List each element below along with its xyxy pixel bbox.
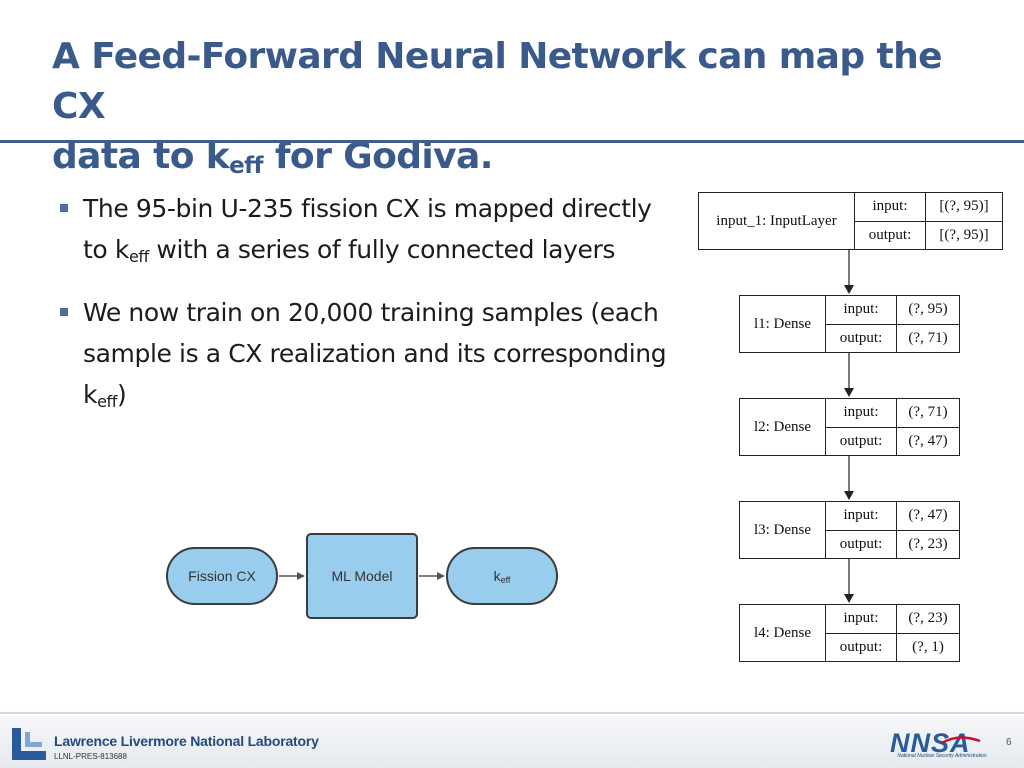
input-layer-box: input_1: InputLayer input: output: [(?, … bbox=[698, 192, 1003, 250]
output-label: output: bbox=[826, 426, 896, 456]
layer-io-labels: input: output: bbox=[826, 605, 897, 661]
keff-label: keff bbox=[493, 568, 511, 585]
layer-name: l2: Dense bbox=[740, 399, 826, 455]
layer-io-labels: input: output: bbox=[855, 193, 926, 249]
ml-model-label: ML Model bbox=[331, 568, 393, 584]
layer-io-labels: input: output: bbox=[826, 399, 897, 455]
dense-layer-box: l4: Dense input: output: (?, 23) (?, 1) bbox=[739, 604, 960, 662]
bullet-text-end: with a series of fully connected layers bbox=[148, 235, 615, 264]
square-bullet-icon bbox=[60, 204, 68, 212]
fission-cx-label: Fission CX bbox=[188, 568, 256, 584]
dense-layer-box: l3: Dense input: output: (?, 47) (?, 23) bbox=[739, 501, 960, 559]
input-label: input: bbox=[872, 198, 908, 215]
agency-name: National Nuclear Security Administration bbox=[897, 753, 987, 759]
output-shape: (?, 71) bbox=[897, 323, 959, 353]
title-divider bbox=[0, 140, 1024, 143]
output-shape: (?, 47) bbox=[897, 426, 959, 456]
layer-shapes: (?, 47) (?, 23) bbox=[897, 502, 959, 558]
title-subscript: eff bbox=[229, 153, 263, 179]
input-shape: [(?, 95)] bbox=[939, 198, 989, 215]
arrow-down-icon bbox=[844, 250, 854, 294]
organization-name: Lawrence Livermore National Laboratory bbox=[54, 733, 319, 749]
bullet-text: The 95-bin U-235 fission CX is mapped di… bbox=[83, 194, 652, 264]
llnl-logo-icon bbox=[12, 728, 46, 760]
flow-arrow-icon bbox=[279, 572, 305, 580]
bullet-subscript: eff bbox=[128, 247, 149, 266]
flow-arrow-icon bbox=[419, 572, 445, 580]
input-label: input: bbox=[843, 301, 879, 318]
network-architecture-diagram: input_1: InputLayer input: output: [(?, … bbox=[697, 192, 1007, 667]
layer-name: input_1: InputLayer bbox=[699, 193, 855, 249]
flow-diagram: Fission CX ML Model keff bbox=[166, 533, 558, 619]
input-shape: (?, 47) bbox=[908, 507, 948, 524]
output-shape: (?, 23) bbox=[897, 529, 959, 559]
bullet-item: The 95-bin U-235 fission CX is mapped di… bbox=[58, 188, 668, 270]
dense-layer-box: l1: Dense input: output: (?, 95) (?, 71) bbox=[739, 295, 960, 353]
dense-layer-box: l2: Dense input: output: (?, 71) (?, 47) bbox=[739, 398, 960, 456]
slide-title: A Feed-Forward Neural Network can map th… bbox=[52, 32, 992, 182]
footer-divider bbox=[0, 712, 1024, 714]
layer-io-labels: input: output: bbox=[826, 296, 897, 352]
output-label: output: bbox=[855, 220, 925, 250]
fission-cx-node: Fission CX bbox=[166, 547, 278, 605]
title-line-1: A Feed-Forward Neural Network can map th… bbox=[52, 36, 943, 127]
layer-name: l4: Dense bbox=[740, 605, 826, 661]
page-number: 6 bbox=[1006, 737, 1012, 748]
layer-shapes: [(?, 95)] [(?, 95)] bbox=[926, 193, 1002, 249]
layer-shapes: (?, 95) (?, 71) bbox=[897, 296, 959, 352]
ml-model-node: ML Model bbox=[306, 533, 418, 619]
arrow-down-icon bbox=[844, 559, 854, 603]
keff-label-text: k bbox=[493, 568, 501, 584]
document-id: LLNL-PRES-813688 bbox=[54, 752, 127, 761]
bullet-item: We now train on 20,000 training samples … bbox=[58, 292, 668, 415]
input-label: input: bbox=[843, 610, 879, 627]
layer-shapes: (?, 23) (?, 1) bbox=[897, 605, 959, 661]
bullet-list: The 95-bin U-235 fission CX is mapped di… bbox=[58, 188, 668, 437]
output-label: output: bbox=[826, 323, 896, 353]
input-label: input: bbox=[843, 507, 879, 524]
arrow-down-icon bbox=[844, 353, 854, 397]
layer-name: l3: Dense bbox=[740, 502, 826, 558]
footer-bar bbox=[0, 716, 1024, 768]
layer-name: l1: Dense bbox=[740, 296, 826, 352]
svg-text:NNSA: NNSA bbox=[890, 728, 971, 757]
input-shape: (?, 95) bbox=[908, 301, 948, 318]
layer-io-labels: input: output: bbox=[826, 502, 897, 558]
bullet-text-end: ) bbox=[117, 380, 127, 409]
arrow-down-icon bbox=[844, 456, 854, 500]
input-label: input: bbox=[843, 404, 879, 421]
keff-label-subscript: eff bbox=[500, 575, 511, 585]
output-shape: [(?, 95)] bbox=[926, 220, 1002, 250]
input-shape: (?, 71) bbox=[908, 404, 948, 421]
bullet-subscript: eff bbox=[97, 392, 117, 411]
keff-node: keff bbox=[446, 547, 558, 605]
layer-shapes: (?, 71) (?, 47) bbox=[897, 399, 959, 455]
output-shape: (?, 1) bbox=[897, 632, 959, 662]
output-label: output: bbox=[826, 632, 896, 662]
nnsa-logo-icon: NNSA bbox=[890, 728, 981, 757]
output-label: output: bbox=[826, 529, 896, 559]
bullet-text: We now train on 20,000 training samples … bbox=[83, 298, 667, 409]
square-bullet-icon bbox=[60, 308, 68, 316]
input-shape: (?, 23) bbox=[908, 610, 948, 627]
